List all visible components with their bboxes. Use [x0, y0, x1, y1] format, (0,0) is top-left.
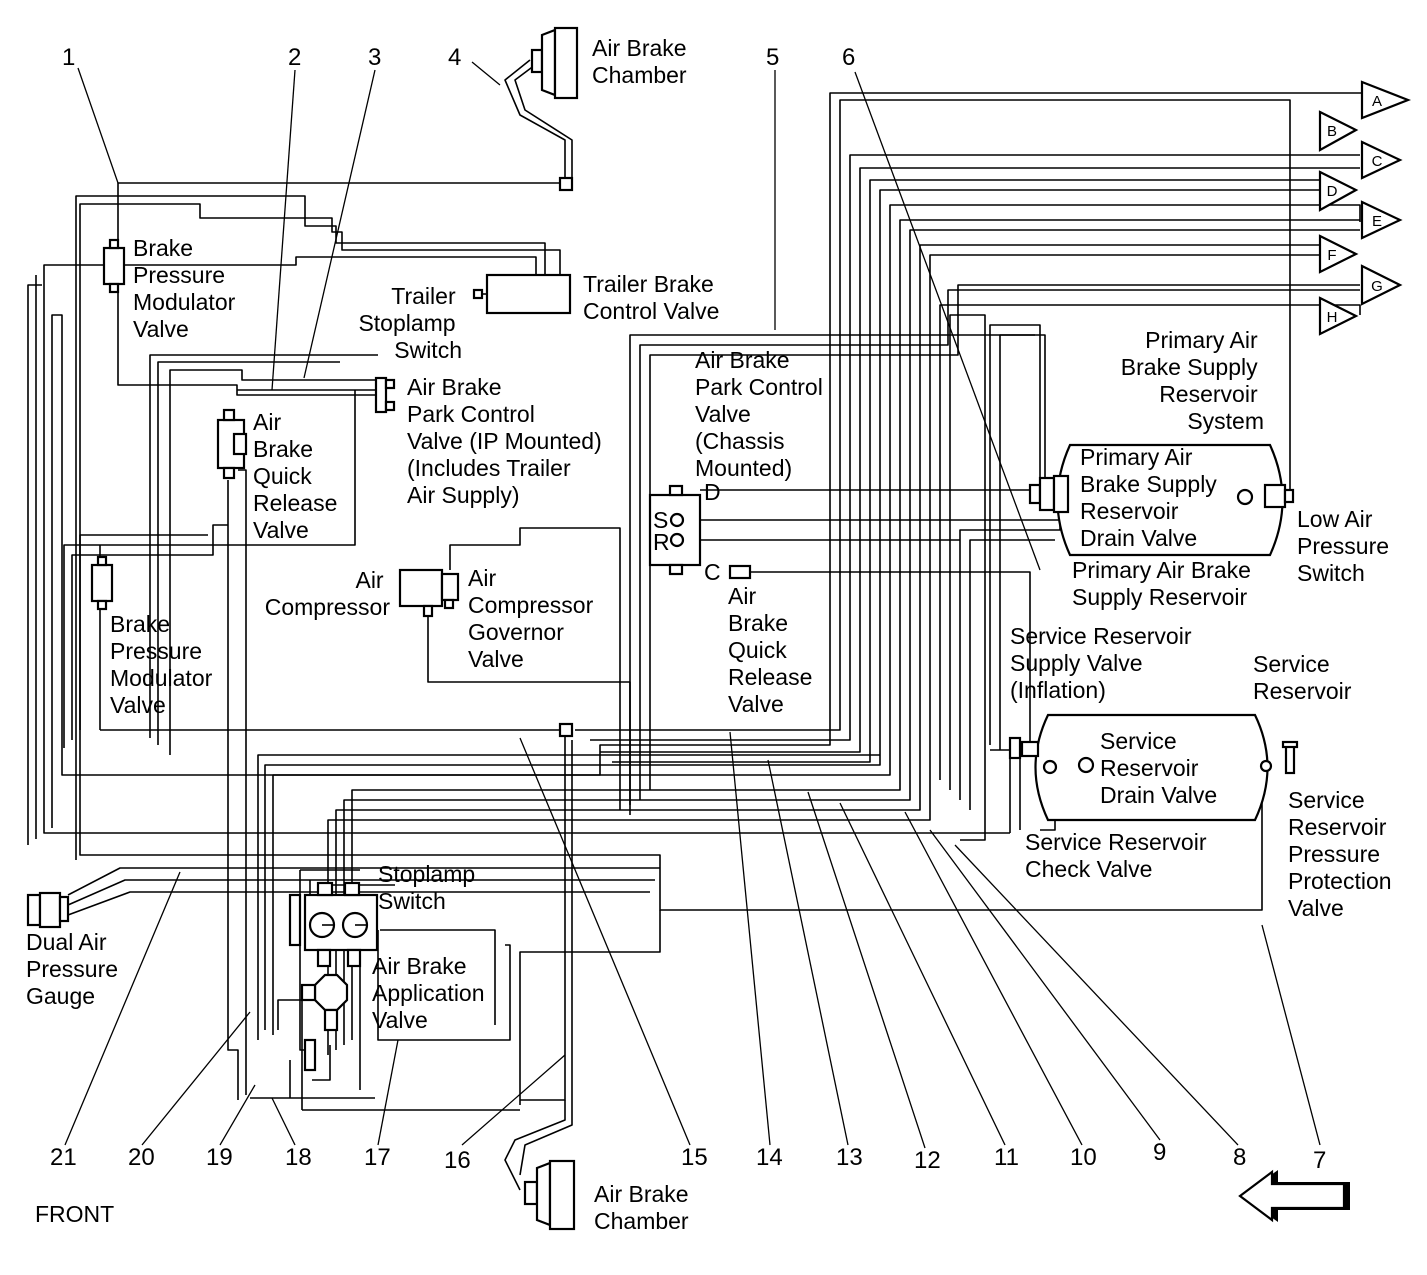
- air-brake-quick-release-valve-left: [216, 408, 248, 480]
- callout-11: 11: [994, 1144, 1019, 1171]
- pipe-fitting: [558, 722, 574, 738]
- callout-15: 15: [681, 1144, 708, 1171]
- label-service-reservoir-check-valve: Service Reservoir Check Valve: [1025, 829, 1213, 882]
- callout-7: 7: [1313, 1147, 1326, 1174]
- label-primary-supply-reservoir-system: Primary Air Brake Supply Reservoir Syste…: [1121, 327, 1264, 434]
- connector-b: B: [1318, 110, 1359, 152]
- label-air-compressor: Air Compressor: [265, 567, 391, 620]
- air-compressor: [398, 568, 460, 618]
- callout-3: 3: [368, 44, 381, 71]
- components: [26, 26, 1299, 1231]
- label-front: FRONT: [35, 1201, 114, 1227]
- connector-c: C: [1360, 140, 1403, 180]
- label-brake-pressure-modulator-valve-left: Brake Pressure Modulator Valve: [110, 611, 219, 718]
- port-letter-d: D: [704, 479, 721, 505]
- callout-17: 17: [364, 1144, 391, 1171]
- connectors: A B C D E F G H: [1318, 80, 1412, 336]
- callout-14: 14: [756, 1144, 783, 1171]
- connector-d: D: [1318, 170, 1359, 212]
- label-quick-release-valve-center: Air Brake Quick Release Valve: [728, 583, 819, 717]
- callout-8: 8: [1233, 1144, 1246, 1171]
- callout-2: 2: [288, 44, 301, 71]
- connector-g: G: [1360, 264, 1403, 306]
- svg-text:D: D: [1327, 183, 1338, 200]
- connector-f: F: [1318, 234, 1359, 274]
- label-air-brake-chamber-top: Air Brake Chamber: [592, 35, 693, 88]
- component-labels: Air Brake Chamber Brake Pressure Modulat…: [26, 35, 1398, 1234]
- air-brake-application-valve: [288, 881, 379, 1072]
- label-service-reservoir-drain-valve: Service Reservoir Drain Valve: [1100, 728, 1217, 808]
- callout-12: 12: [914, 1147, 941, 1174]
- park-control-valve-ip: [374, 376, 396, 414]
- label-primary-supply-reservoir: Primary Air Brake Supply Reservoir: [1072, 557, 1257, 610]
- svg-text:C: C: [1372, 153, 1383, 170]
- label-air-brake-application-valve: Air Brake Application Valve: [372, 953, 491, 1033]
- connector-e: E: [1360, 200, 1403, 240]
- callout-5: 5: [766, 44, 779, 71]
- label-stoplamp-switch: Stoplamp Switch: [378, 861, 482, 914]
- port-letter-r: R: [653, 529, 670, 555]
- callout-13: 13: [836, 1144, 863, 1171]
- brake-pressure-modulator-valve-left: [90, 555, 114, 611]
- label-service-reservoir: Service Reservoir: [1253, 651, 1352, 704]
- label-park-control-valve-ip: Air Brake Park Control Valve (IP Mounted…: [407, 374, 608, 508]
- front-direction-arrow-icon: [1238, 1169, 1350, 1223]
- callout-19: 19: [206, 1144, 233, 1171]
- callout-9: 9: [1153, 1139, 1166, 1166]
- connector-h: H: [1318, 296, 1359, 336]
- label-dual-air-pressure-gauge: Dual Air Pressure Gauge: [26, 929, 124, 1009]
- svg-text:H: H: [1327, 309, 1338, 326]
- callout-6: 6: [842, 44, 855, 71]
- label-service-reservoir-supply-valve: Service Reservoir Supply Valve (Inflatio…: [1010, 623, 1198, 703]
- svg-text:F: F: [1327, 247, 1336, 264]
- port-letter-c: C: [704, 559, 721, 585]
- air-brake-chamber-bottom: [523, 1159, 576, 1231]
- callout-21: 21: [50, 1144, 77, 1171]
- trailer-brake-control-valve: [472, 273, 572, 315]
- callout-10: 10: [1070, 1144, 1097, 1171]
- air-brake-chamber-top: [530, 26, 579, 192]
- label-low-air-pressure-switch: Low Air Pressure Switch: [1297, 506, 1395, 586]
- svg-text:B: B: [1327, 123, 1337, 140]
- label-air-compressor-governor-valve: Air Compressor Governor Valve: [468, 565, 600, 672]
- callout-20: 20: [128, 1144, 155, 1171]
- callout-4: 4: [448, 44, 461, 71]
- callout-numbers: 1 2 3 4 5 6 7 8 9 10 11 12 13 14 15 16 1…: [50, 44, 1326, 1174]
- svg-text:E: E: [1372, 213, 1382, 230]
- label-trailer-brake-control-valve: Trailer Brake Control Valve: [583, 271, 720, 324]
- connector-a: A: [1360, 80, 1412, 120]
- label-air-brake-chamber-bottom: Air Brake Chamber: [594, 1181, 695, 1234]
- callout-16: 16: [444, 1147, 471, 1174]
- service-reservoir: [1008, 713, 1299, 822]
- svg-text:A: A: [1372, 93, 1382, 110]
- label-trailer-stoplamp-switch: Trailer Stoplamp Switch: [358, 283, 462, 363]
- label-park-control-valve-chassis: Air Brake Park Control Valve (Chassis Mo…: [695, 347, 829, 481]
- callout-1: 1: [62, 44, 75, 71]
- brake-pressure-modulator-valve-top: [102, 238, 126, 294]
- label-quick-release-valve-left: Air Brake Quick Release Valve: [253, 409, 344, 543]
- primary-air-brake-supply-reservoir: [1028, 443, 1295, 557]
- callout-18: 18: [285, 1144, 312, 1171]
- leader-lines: [64, 61, 1321, 1149]
- label-service-reservoir-protection-valve: Service Reservoir Pressure Protection Va…: [1288, 787, 1398, 921]
- port-letter-s: S: [653, 507, 668, 533]
- svg-text:G: G: [1371, 278, 1383, 295]
- dual-air-pressure-gauge: [26, 891, 70, 929]
- park-control-valve-chassis: [648, 484, 752, 580]
- label-brake-pressure-modulator-valve-top: Brake Pressure Modulator Valve: [133, 235, 242, 342]
- label-primary-drain-valve: Primary Air Brake Supply Reservoir Drain…: [1080, 444, 1223, 551]
